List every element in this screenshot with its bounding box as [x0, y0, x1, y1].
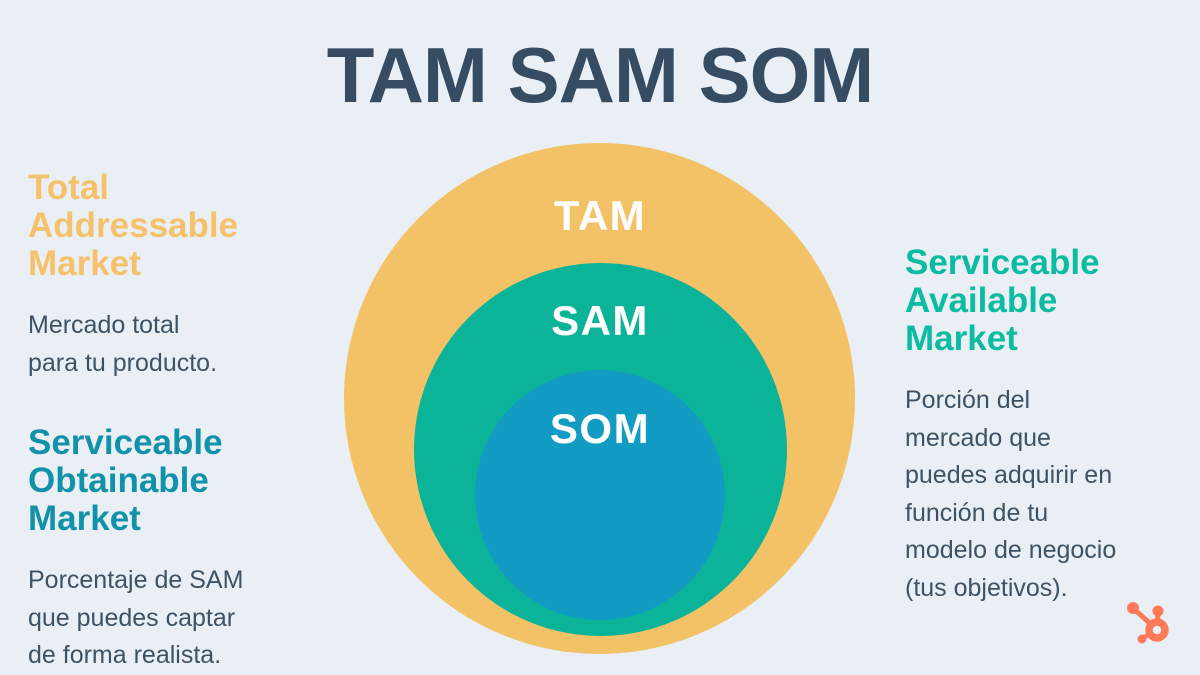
tam-heading-text: Total Addressable Market: [28, 168, 239, 284]
tam-annotation-heading: Total Addressable Market: [28, 151, 238, 301]
tam-ring-label: TAM: [553, 192, 647, 239]
sam-annotation-body: Porción del mercado que puedes adquirir …: [905, 364, 1116, 625]
som-heading-text: Serviceable Obtainable Market: [28, 423, 223, 539]
hubspot-sprocket-icon: [1127, 602, 1169, 644]
sam-body-text: Porción del mercado que puedes adquirir …: [905, 386, 1117, 602]
tam-body-text: Mercado total para tu producto.: [28, 311, 218, 377]
som-body-text: Porcentaje de SAM que puedes captar de f…: [28, 566, 244, 669]
sam-heading-text: Serviceable Available Market: [905, 243, 1100, 359]
sam-ring-label: SAM: [551, 297, 649, 344]
som-annotation-body: Porcentaje de SAM que puedes captar de f…: [28, 544, 243, 675]
som-circle: [475, 370, 725, 620]
page-title: TAM SAM SOM: [326, 31, 875, 119]
som-annotation-heading: Serviceable Obtainable Market: [28, 406, 223, 556]
tam-annotation-body: Mercado total para tu producto.: [28, 289, 217, 400]
som-ring-label: SOM: [549, 405, 651, 452]
sam-annotation-heading: Serviceable Available Market: [905, 226, 1100, 376]
